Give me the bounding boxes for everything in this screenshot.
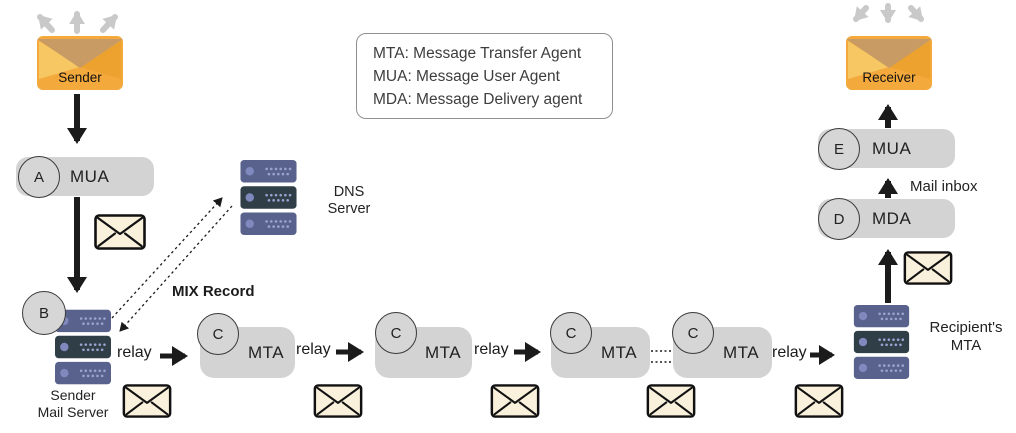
recipient-mta-server-icon xyxy=(845,305,918,384)
relay-label-2: relay xyxy=(296,341,331,358)
mail-icon xyxy=(793,384,845,423)
legend-line-mta: MTA: Message Transfer Agent xyxy=(373,44,582,62)
mail-icon xyxy=(489,384,541,423)
sender-envelope-icon: Sender xyxy=(37,36,123,90)
step-badge-d: D xyxy=(818,198,860,240)
recipient-mta-label: Recipient's MTA xyxy=(929,319,1003,354)
step-badge-b: B xyxy=(22,291,66,335)
receiver-label: Receiver xyxy=(862,70,916,85)
mix-record-label: MIX Record xyxy=(172,283,255,300)
legend-line-mua: MUA: Message User Agent xyxy=(373,67,560,85)
mda-label: MDA xyxy=(872,208,912,228)
step-badge-c3: C xyxy=(550,312,592,354)
mail-icon xyxy=(645,384,697,423)
receiver-envelope-icon: Receiver xyxy=(846,36,932,90)
sender-mail-server-label: Sender Mail Server xyxy=(37,387,109,420)
step-badge-e: E xyxy=(818,128,860,170)
relay-label-3: relay xyxy=(474,341,509,358)
mail-icon xyxy=(94,214,146,255)
mail-inbox-label: Mail inbox xyxy=(910,178,978,195)
step-badge-a: A xyxy=(18,156,60,198)
relay-label-4: relay xyxy=(772,344,807,361)
dns-server-label: DNS Server xyxy=(327,184,371,217)
mail-icon xyxy=(903,251,953,290)
mua-receiver-label: MUA xyxy=(872,138,912,158)
relay-label-1: relay xyxy=(117,344,152,361)
legend-box: MTA: Message Transfer Agent MUA: Message… xyxy=(356,33,613,119)
step-badge-c1: C xyxy=(197,313,239,355)
mail-icon xyxy=(312,384,364,423)
step-badge-c4: C xyxy=(672,312,714,354)
step-badge-c2: C xyxy=(375,312,417,354)
dns-server-icon xyxy=(232,160,305,240)
mta-chain-ellipsis xyxy=(651,350,672,363)
relay-arrows xyxy=(160,342,835,366)
sender-label: Sender xyxy=(58,70,102,85)
receiver-incoming-arrows xyxy=(853,3,924,23)
legend-line-mda: MDA: Message Delivery agent xyxy=(373,90,583,108)
mua-sender-label: MUA xyxy=(70,166,110,186)
dns-lookup-arrows xyxy=(111,197,233,332)
sender-broadcast-arrows xyxy=(37,11,118,34)
